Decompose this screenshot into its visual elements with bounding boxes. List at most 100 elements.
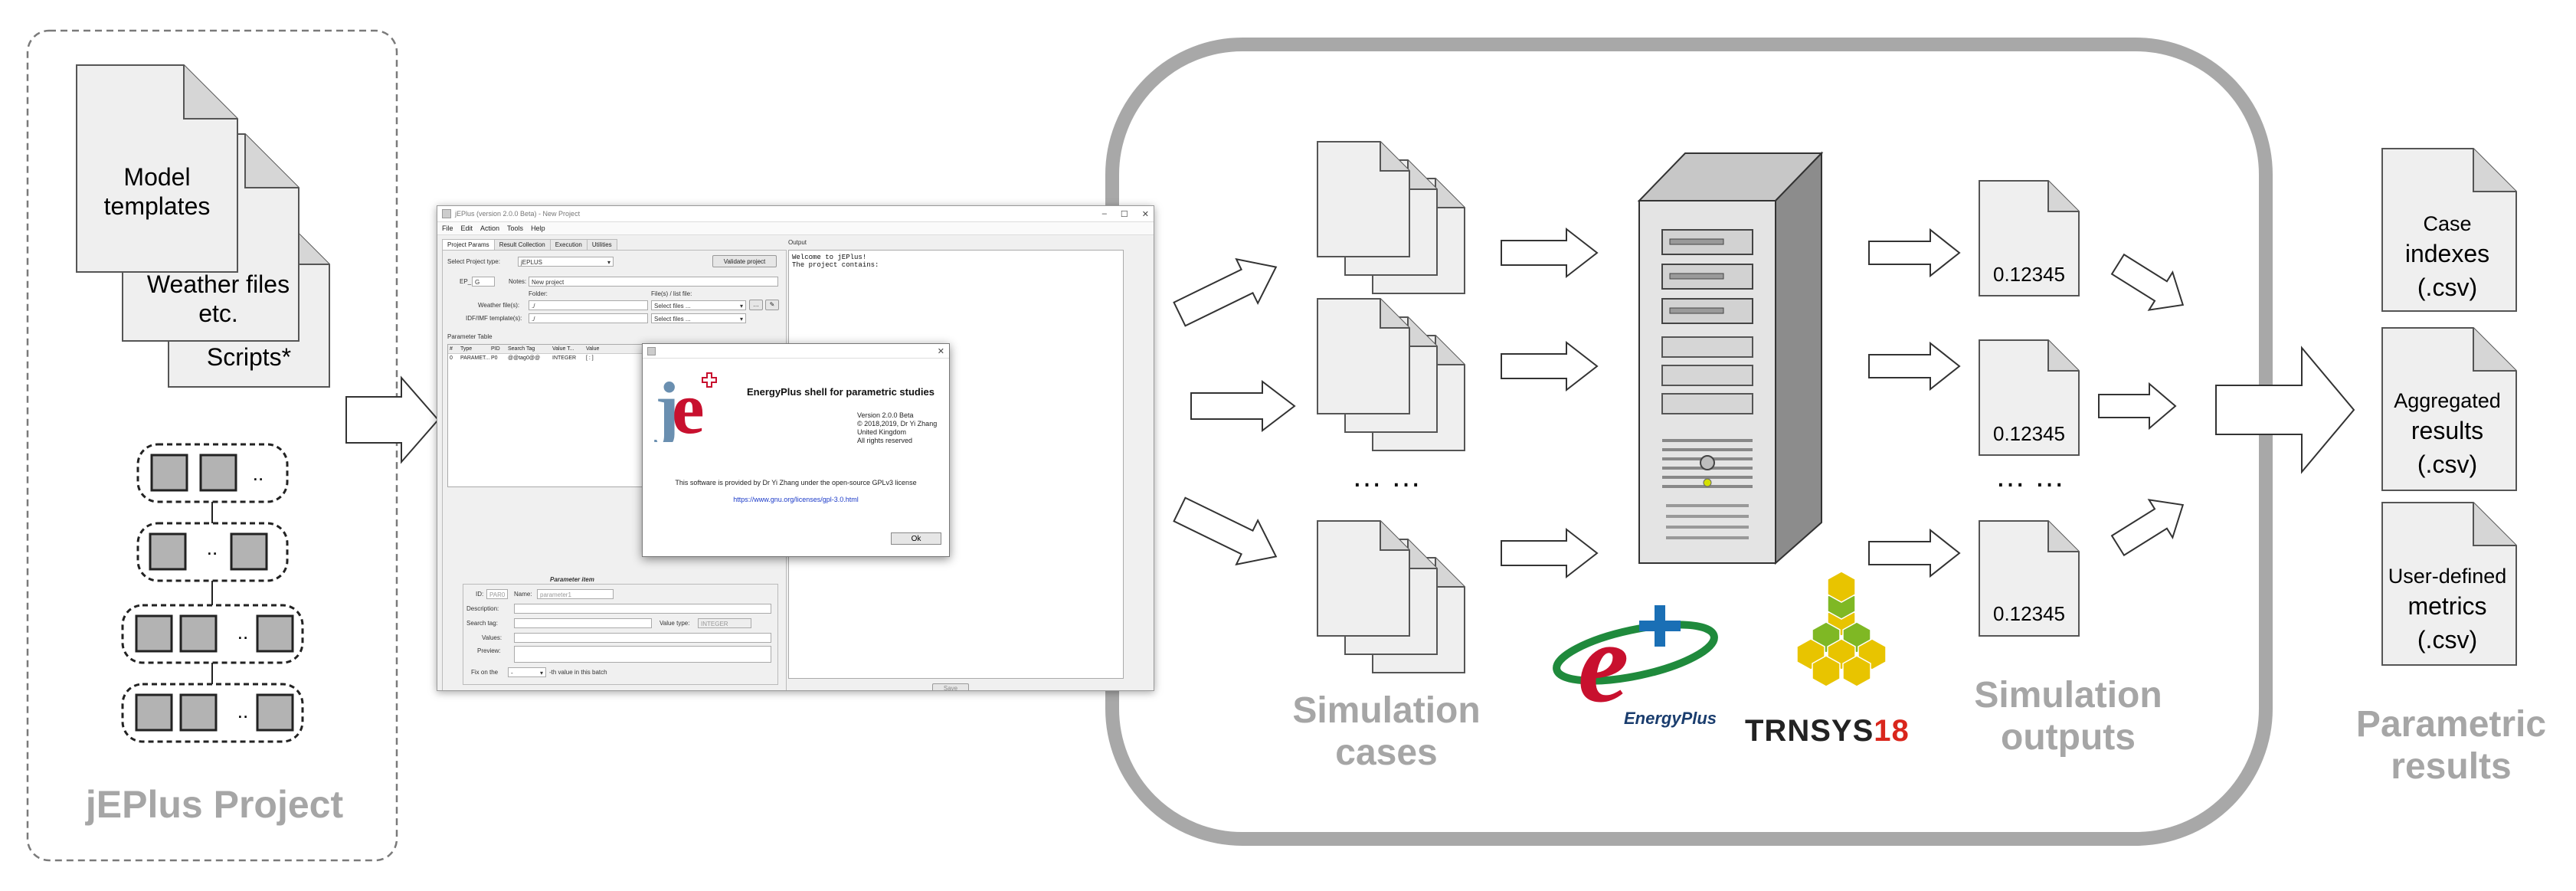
tree-node-2-1 xyxy=(149,532,187,571)
weather-folder-field[interactable]: ./ xyxy=(529,300,648,310)
weather-edit-icon[interactable]: ✎ xyxy=(765,300,779,310)
table-row[interactable]: 0 PARAMET... P0 @@tag0@@ INTEGER [ : ] xyxy=(450,355,594,361)
case-doc-1-front-fold xyxy=(1380,142,1409,172)
folder-label: Folder: xyxy=(529,290,548,297)
server-led xyxy=(1703,478,1712,487)
output-value-3: 0.12345 xyxy=(1993,602,2065,625)
energyplus-ring-icon xyxy=(1553,621,1718,685)
fix-label: Fix on the xyxy=(471,669,499,676)
id-field[interactable]: PAR0 xyxy=(486,589,508,599)
validate-project-button[interactable]: Validate project xyxy=(712,255,777,267)
tab-project-params[interactable]: Project Params xyxy=(442,239,495,250)
name-field[interactable]: parameter1 xyxy=(537,589,614,599)
menu-action[interactable]: Action xyxy=(480,224,500,232)
trnsys-cube-icon-10 xyxy=(1827,571,1856,603)
server-power-button xyxy=(1700,455,1715,470)
tab-execution[interactable]: Execution xyxy=(549,239,588,250)
tree-node-1-1 xyxy=(150,454,188,492)
idf-templates-label: IDF/IMF template(s): xyxy=(466,315,522,322)
energyplus-logo-text: EnergyPlus xyxy=(1624,709,1717,728)
energyplus-e-icon: e xyxy=(1578,599,1629,726)
menu-tools[interactable]: Tools xyxy=(507,224,524,232)
app-icon xyxy=(442,209,451,218)
output-value-2: 0.12345 xyxy=(1993,422,2065,445)
preview-label: Preview: xyxy=(477,647,501,654)
weather-browse-button[interactable]: … xyxy=(749,300,763,310)
about-license: This software is provided by Dr Yi Zhang… xyxy=(675,479,917,486)
arrow-output-to-agg-1 xyxy=(2110,253,2185,311)
about-ok-button[interactable]: Ok xyxy=(891,532,941,545)
fix-suffix: -th value in this batch xyxy=(549,669,607,676)
tab-result-collection[interactable]: Result Collection xyxy=(493,239,551,250)
idf-files-select[interactable]: Select files ...▾ xyxy=(651,313,746,323)
ep-label: EP_ xyxy=(460,278,472,285)
trnsys-cube-icon-8 xyxy=(1842,655,1871,687)
arrow-to-case-3 xyxy=(1173,496,1278,566)
case-doc-3-front-fold xyxy=(1380,521,1409,551)
dialog-close-icon[interactable]: ✕ xyxy=(937,346,944,356)
svg-text:j: j xyxy=(654,367,679,442)
description-field[interactable] xyxy=(514,604,771,614)
value-type-select[interactable]: INTEGER xyxy=(698,618,751,628)
minimize-icon[interactable]: – xyxy=(1101,208,1107,218)
search-tag-field[interactable] xyxy=(514,618,652,628)
value-type-label: Value type: xyxy=(660,620,690,627)
result-doc-2-fold xyxy=(2473,328,2516,372)
trnsys-logo-text: TRNSYS18 xyxy=(1745,714,1910,748)
jeplus-project-label: jEPlus Project xyxy=(85,783,344,826)
jeplus-window: jEPlus (version 2.0.0 Beta) - New Projec… xyxy=(437,205,1154,691)
project-params-panel: Select Project type: jEPLUS▾ Validate pr… xyxy=(442,250,787,690)
about-license-link[interactable]: https://www.gnu.org/licenses/gpl-3.0.htm… xyxy=(733,496,859,503)
arrow-case-to-server-2 xyxy=(1501,340,1599,392)
close-icon[interactable]: ✕ xyxy=(1141,209,1149,219)
about-version-info: Version 2.0.0 Beta © 2018,2019, Dr Yi Zh… xyxy=(857,411,938,444)
arrow-project-to-window xyxy=(345,375,440,464)
weather-files-select[interactable]: Select files ...▾ xyxy=(651,300,746,310)
arrow-output-to-agg-3 xyxy=(2110,499,2185,557)
tree-dots-4: .. xyxy=(237,699,249,722)
parameter-table[interactable]: # Type PID Search Tag Value T... Value 0… xyxy=(447,344,679,487)
tree-node-4-3 xyxy=(256,693,294,732)
arrow-output-to-agg-2 xyxy=(2098,382,2177,431)
menu-edit[interactable]: Edit xyxy=(460,224,473,232)
tree-node-3-3 xyxy=(256,614,294,653)
cases-ellipsis: … … xyxy=(1351,460,1422,493)
name-label: Name: xyxy=(514,591,532,598)
scripts-text: Scripts* xyxy=(206,343,292,371)
tree-dots-1: .. xyxy=(252,462,264,485)
maximize-icon[interactable]: ☐ xyxy=(1120,209,1128,219)
idf-folder-field[interactable]: ./ xyxy=(529,313,648,323)
fix-select[interactable]: -▾ xyxy=(508,667,546,677)
weather-files-label: Weather file(s): xyxy=(478,302,520,309)
server-drive-slot-3 xyxy=(1669,307,1724,314)
outputs-ellipsis: … … xyxy=(1995,460,2065,493)
result-doc-1-fold xyxy=(2473,149,2516,192)
project-type-select[interactable]: jEPLUS▾ xyxy=(518,257,614,267)
search-tag-label: Search tag: xyxy=(466,620,498,627)
output-label: Output xyxy=(788,239,807,246)
values-field[interactable] xyxy=(514,633,771,643)
result-doc-3-fold xyxy=(2473,503,2516,546)
save-button[interactable]: Save xyxy=(932,683,969,690)
tab-utilities[interactable]: Utilities xyxy=(586,239,617,250)
project-dashed-frame xyxy=(26,29,398,862)
notes-field[interactable]: New project xyxy=(529,277,778,287)
parameter-table-header: # Type PID Search Tag Value T... Value xyxy=(448,345,678,354)
model-templates-doc-fold xyxy=(183,65,237,120)
menu-file[interactable]: File xyxy=(442,224,453,232)
arrow-server-to-output-2 xyxy=(1868,341,1961,391)
menu-help[interactable]: Help xyxy=(531,224,545,232)
ep-field[interactable]: G xyxy=(472,277,495,287)
parameter-item-label: Parameter item xyxy=(550,576,594,583)
arrow-to-results xyxy=(2215,346,2355,474)
jeplus-logo-icon: j e xyxy=(654,367,717,442)
